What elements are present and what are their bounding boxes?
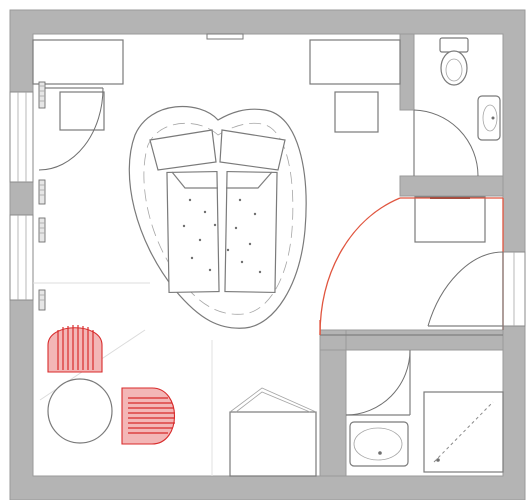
lower-bathroom-door (345, 349, 411, 416)
shower-tray-icon (423, 391, 504, 473)
layout-guides (33, 282, 213, 476)
right-window (502, 251, 526, 327)
bathroom-door (413, 109, 479, 177)
lounge-chair-icon (121, 387, 175, 445)
closet (319, 196, 504, 336)
toilet-icon (439, 37, 469, 86)
radiator-icon (38, 81, 46, 311)
exterior-walls (9, 9, 526, 500)
top-window (206, 33, 244, 40)
washbasin-icon (477, 95, 501, 141)
entrance-door (38, 87, 104, 171)
top-cabinets (32, 39, 401, 85)
duvet-pattern (182, 198, 262, 274)
bed-icon (128, 105, 307, 329)
lounge-chair-icon (47, 325, 103, 373)
round-table-icon (47, 378, 113, 444)
dresser (229, 387, 317, 477)
left-windows (9, 91, 34, 301)
washbasin-icon (349, 421, 409, 467)
